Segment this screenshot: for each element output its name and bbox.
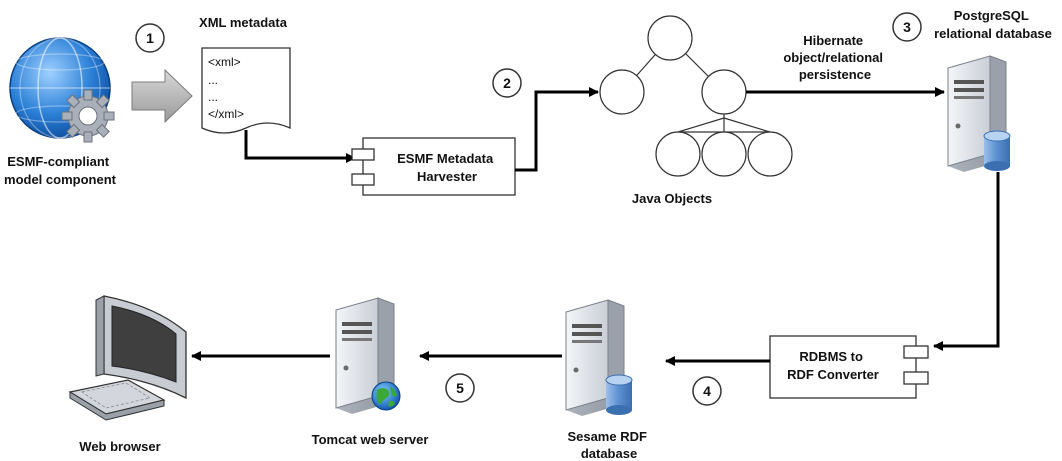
- xml-line: ...: [208, 73, 218, 87]
- step-badge-3: 3: [892, 12, 922, 42]
- big-arrow-icon: [131, 68, 193, 124]
- step-badge-1: 1: [135, 23, 165, 53]
- harvester-label: ESMF Metadata Harvester: [397, 151, 497, 184]
- sesame-label: Sesame RDF database: [567, 429, 650, 461]
- step-badge-4: 4: [692, 376, 722, 406]
- svg-text:2: 2: [503, 75, 511, 91]
- step-badge-2: 2: [492, 68, 522, 98]
- flow-arrow: [244, 130, 356, 163]
- xml-line: <xml>: [208, 55, 241, 69]
- document-icon: [201, 47, 291, 134]
- xml-metadata-label: XML metadata: [199, 15, 288, 30]
- server-icon: [565, 299, 625, 416]
- web-globe-icon: [371, 381, 401, 411]
- xml-line: </xml>: [208, 107, 244, 121]
- computer-monitor-icon: [68, 295, 187, 421]
- database-cylinder-icon: [605, 374, 633, 415]
- step-badge-5: 5: [445, 373, 475, 403]
- rdbms-converter-label: RDBMS to RDF Converter: [787, 349, 879, 382]
- java-objects-label: Java Objects: [632, 191, 712, 206]
- svg-text:1: 1: [146, 30, 154, 46]
- uml-component-icon: [769, 335, 929, 399]
- svg-text:4: 4: [703, 383, 711, 399]
- web-browser-label: Web browser: [79, 439, 160, 454]
- esmf-component-label: ESMF-compliant model component: [4, 154, 117, 187]
- object-tree-icon: [599, 15, 793, 177]
- database-cylinder-icon: [983, 130, 1011, 171]
- uml-component-icon: [351, 137, 516, 196]
- svg-text:3: 3: [903, 19, 911, 35]
- hibernate-label: Hibernate object/relational persistence: [783, 33, 886, 82]
- tomcat-label: Tomcat web server: [312, 432, 429, 447]
- svg-text:5: 5: [456, 380, 464, 396]
- postgresql-label: PostgreSQL relational database: [934, 8, 1052, 41]
- flow-arrow: [933, 172, 1000, 351]
- flow-arrow: [515, 87, 599, 172]
- xml-line: ...: [208, 90, 218, 104]
- globe-gear-icon: [9, 37, 115, 143]
